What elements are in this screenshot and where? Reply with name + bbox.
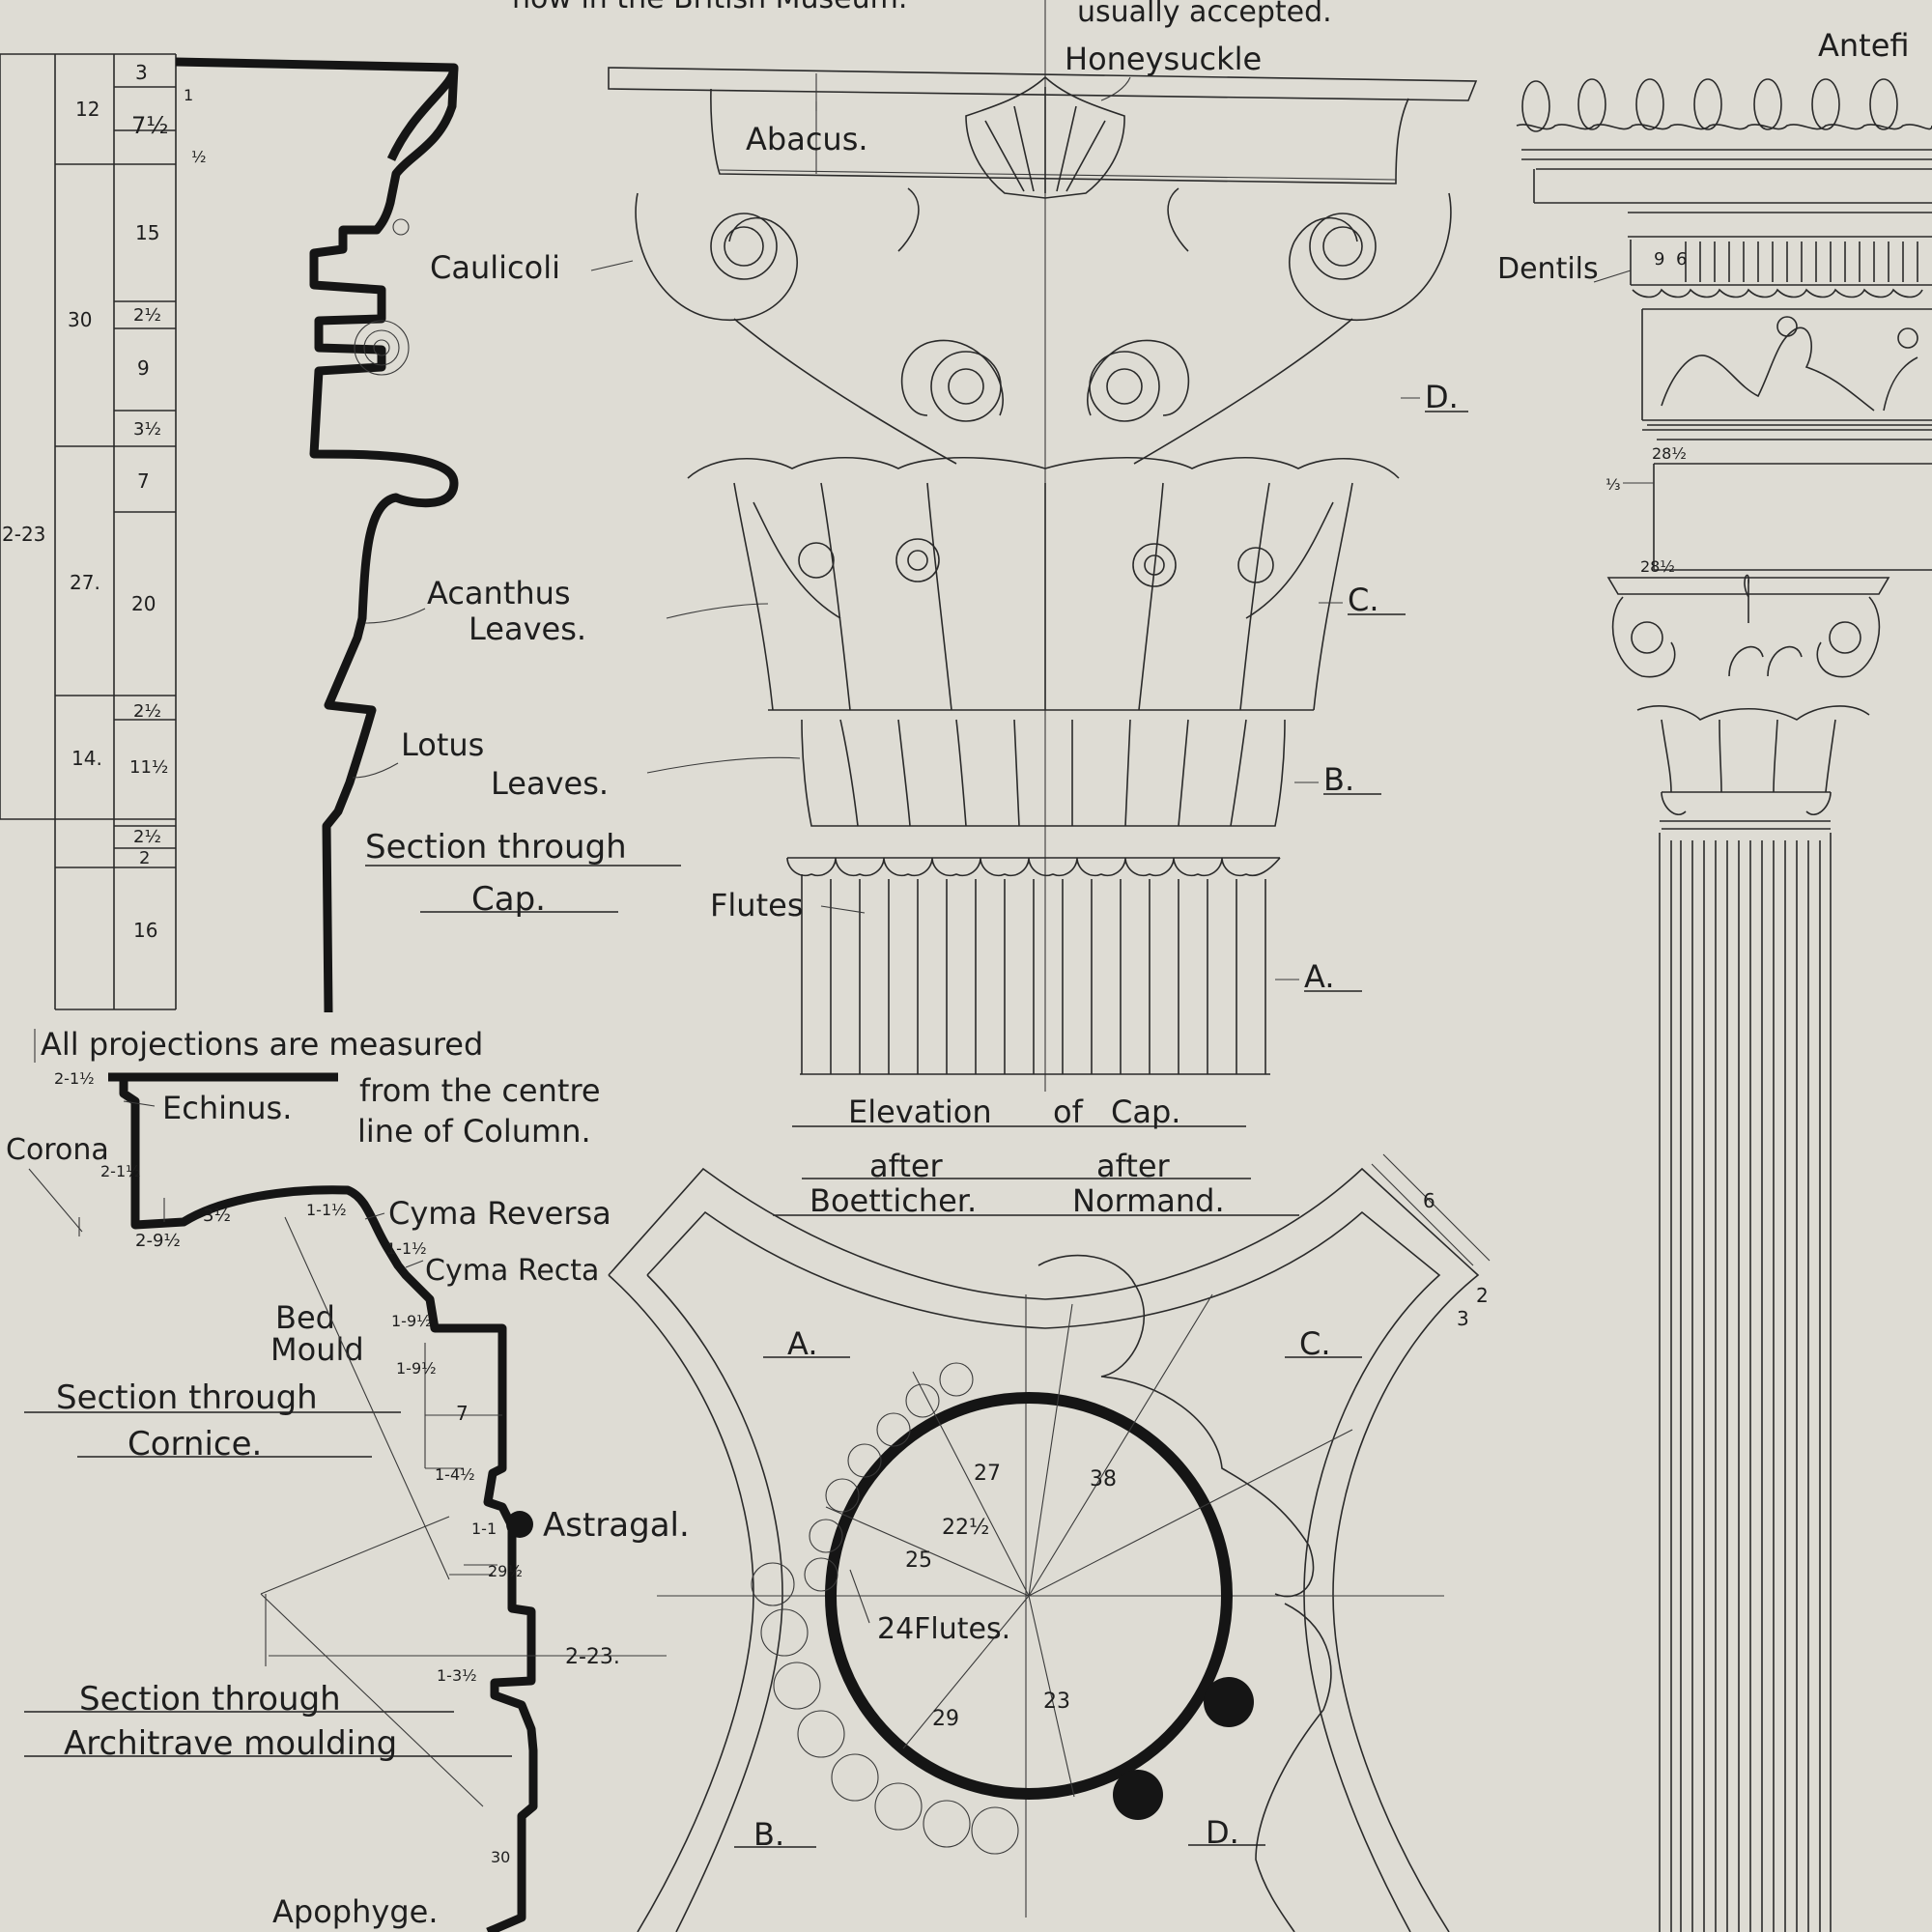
dim-11-half: 11½ <box>129 757 168 778</box>
order-dim-28-half-b: 28½ <box>1640 557 1675 576</box>
cdim-14: 30 <box>491 1848 510 1866</box>
order-dim-6: 6 <box>1676 249 1687 270</box>
cap-section-profile <box>175 57 459 1013</box>
cap-section-title-2: Cap. <box>471 880 546 919</box>
plan-dim-25: 25 <box>905 1548 932 1573</box>
order-dim-9: 9 <box>1654 249 1664 270</box>
dim-3-half: 3½ <box>133 419 161 440</box>
elev-zone-d: D. <box>1425 379 1459 415</box>
label-lotus-2: Leaves. <box>491 765 609 802</box>
cdim-11: 29½ <box>488 1562 523 1580</box>
author-left: Boetticher. <box>810 1182 977 1219</box>
cdim-4: 1-1½ <box>306 1201 347 1219</box>
plan-dim-38: 38 <box>1090 1467 1117 1492</box>
order-dim-28-half-a: 28½ <box>1652 444 1687 463</box>
dim-14: 14. <box>71 747 102 770</box>
cdim-3: 2-9½ <box>135 1231 181 1251</box>
plan-zone-a: A. <box>787 1325 818 1362</box>
dim-2-half-a: 2½ <box>133 305 161 326</box>
architrave-title-2: Architrave moulding <box>64 1724 397 1763</box>
label-antefix: Antefi <box>1818 27 1910 64</box>
plan-dim-22-half: 22½ <box>942 1516 989 1540</box>
cdim-12: 2-23. <box>565 1645 620 1669</box>
label-corona: Corona <box>6 1133 109 1167</box>
plan-dim-23: 23 <box>1043 1690 1070 1714</box>
label-echinus: Echinus. <box>162 1090 292 1126</box>
label-cyma-reversa: Cyma Reversa <box>388 1195 611 1232</box>
dim-27: 27. <box>70 571 100 594</box>
dim-9: 9 <box>137 356 150 380</box>
plan-dim-2: 2 <box>1476 1284 1489 1307</box>
dim-16: 16 <box>133 919 157 942</box>
cdim-8: 7 <box>456 1402 469 1425</box>
cornice-section: All projections are measured from the ce… <box>6 1026 690 1932</box>
label-bed-2: Mould <box>270 1331 364 1368</box>
plan-zone-c: C. <box>1299 1325 1331 1362</box>
elev-zone-b: B. <box>1323 761 1354 798</box>
elevation-title-2: of <box>1053 1094 1084 1130</box>
dim-7-half: 7½ <box>131 112 169 139</box>
elevation-title-1: Elevation <box>848 1094 992 1130</box>
label-apophyge: Apophyge. <box>272 1893 438 1930</box>
label-dentils: Dentils <box>1497 252 1599 286</box>
cap-dimension-table: 12 30 2-23 27. 14. 3 1 7½ ½ 15 2½ 9 3½ 7… <box>0 53 207 1010</box>
cdim-7: 1-9½ <box>396 1359 437 1378</box>
cdim-0: 2-1½ <box>54 1069 95 1088</box>
cornice-title-2: Cornice. <box>128 1425 262 1463</box>
note-line-2: from the centre <box>359 1072 601 1109</box>
dim-2-half-b: 2½ <box>133 701 161 722</box>
note-line-1: All projections are measured <box>41 1026 483 1063</box>
label-abacus: Abacus. <box>746 121 868 157</box>
label-caulicoli: Caulicoli <box>430 249 560 286</box>
elev-zone-a: A. <box>1304 958 1335 995</box>
cdim-13: 1-3½ <box>437 1666 477 1685</box>
header-left-fragment: now in the British Museum. <box>512 0 907 15</box>
cdim-2: 3½ <box>203 1206 231 1226</box>
label-honeysuckle: Honeysuckle <box>1065 41 1262 77</box>
elevation-of-cap: Abacus. Honeysuckle <box>608 0 1478 1219</box>
cap-section-title-1: Section through <box>365 828 627 867</box>
label-flutes: Flutes <box>710 887 803 923</box>
note-line-3: line of Column. <box>357 1113 591 1150</box>
elevation-title-3: Cap. <box>1111 1094 1180 1130</box>
order-dim-third: ⅓ <box>1605 475 1621 494</box>
label-cyma-recta: Cyma Recta <box>425 1254 599 1288</box>
elev-zone-c: C. <box>1348 582 1379 618</box>
cdim-10: 1-1 <box>471 1520 497 1538</box>
plan-dim-29: 29 <box>932 1707 959 1731</box>
dim-2: 2 <box>139 848 150 868</box>
cdim-1: 2-1½ <box>100 1162 141 1180</box>
dim-2-half-c: 2½ <box>133 827 161 847</box>
plan-dim-3: 3 <box>1457 1307 1469 1330</box>
label-acanthus-2: Leaves. <box>469 611 586 647</box>
fluted-shaft <box>1659 833 1832 1932</box>
dim-2-23: 2-23 <box>2 523 45 546</box>
dim-30: 30 <box>68 308 92 331</box>
cornice-title-1: Section through <box>56 1378 318 1417</box>
cdim-9: 1-4½ <box>435 1465 475 1484</box>
plan-dim-6: 6 <box>1423 1189 1435 1212</box>
label-acanthus-1: Acanthus <box>427 575 571 611</box>
cdim-6: 1-9½ <box>391 1312 432 1330</box>
label-lotus-1: Lotus <box>401 726 484 763</box>
author-right: Normand. <box>1072 1182 1225 1219</box>
dim-15: 15 <box>135 221 159 244</box>
dim-3: 3 <box>135 61 148 84</box>
plan-flutes: 24Flutes. <box>877 1612 1010 1646</box>
order-elevation: Antefi Dentils 9 6 <box>1497 27 1932 1932</box>
cdim-5: 1-1½ <box>386 1239 427 1258</box>
plan-dim-27: 27 <box>974 1462 1001 1486</box>
dim-1: 1 <box>184 86 193 104</box>
architrave-title-1: Section through <box>79 1680 341 1719</box>
label-astragal: Astragal. <box>543 1506 690 1545</box>
dim-12: 12 <box>75 98 99 121</box>
flute-scallops <box>751 1362 1019 1855</box>
dim-7: 7 <box>137 469 150 493</box>
dim-half: ½ <box>191 148 207 166</box>
plan-of-cap: 27 38 22½ 25 29 23 6 2 3 24Flutes. A. C.… <box>608 1153 1491 1932</box>
header-right-fragment: usually accepted. <box>1077 0 1332 29</box>
dim-20: 20 <box>131 592 156 615</box>
